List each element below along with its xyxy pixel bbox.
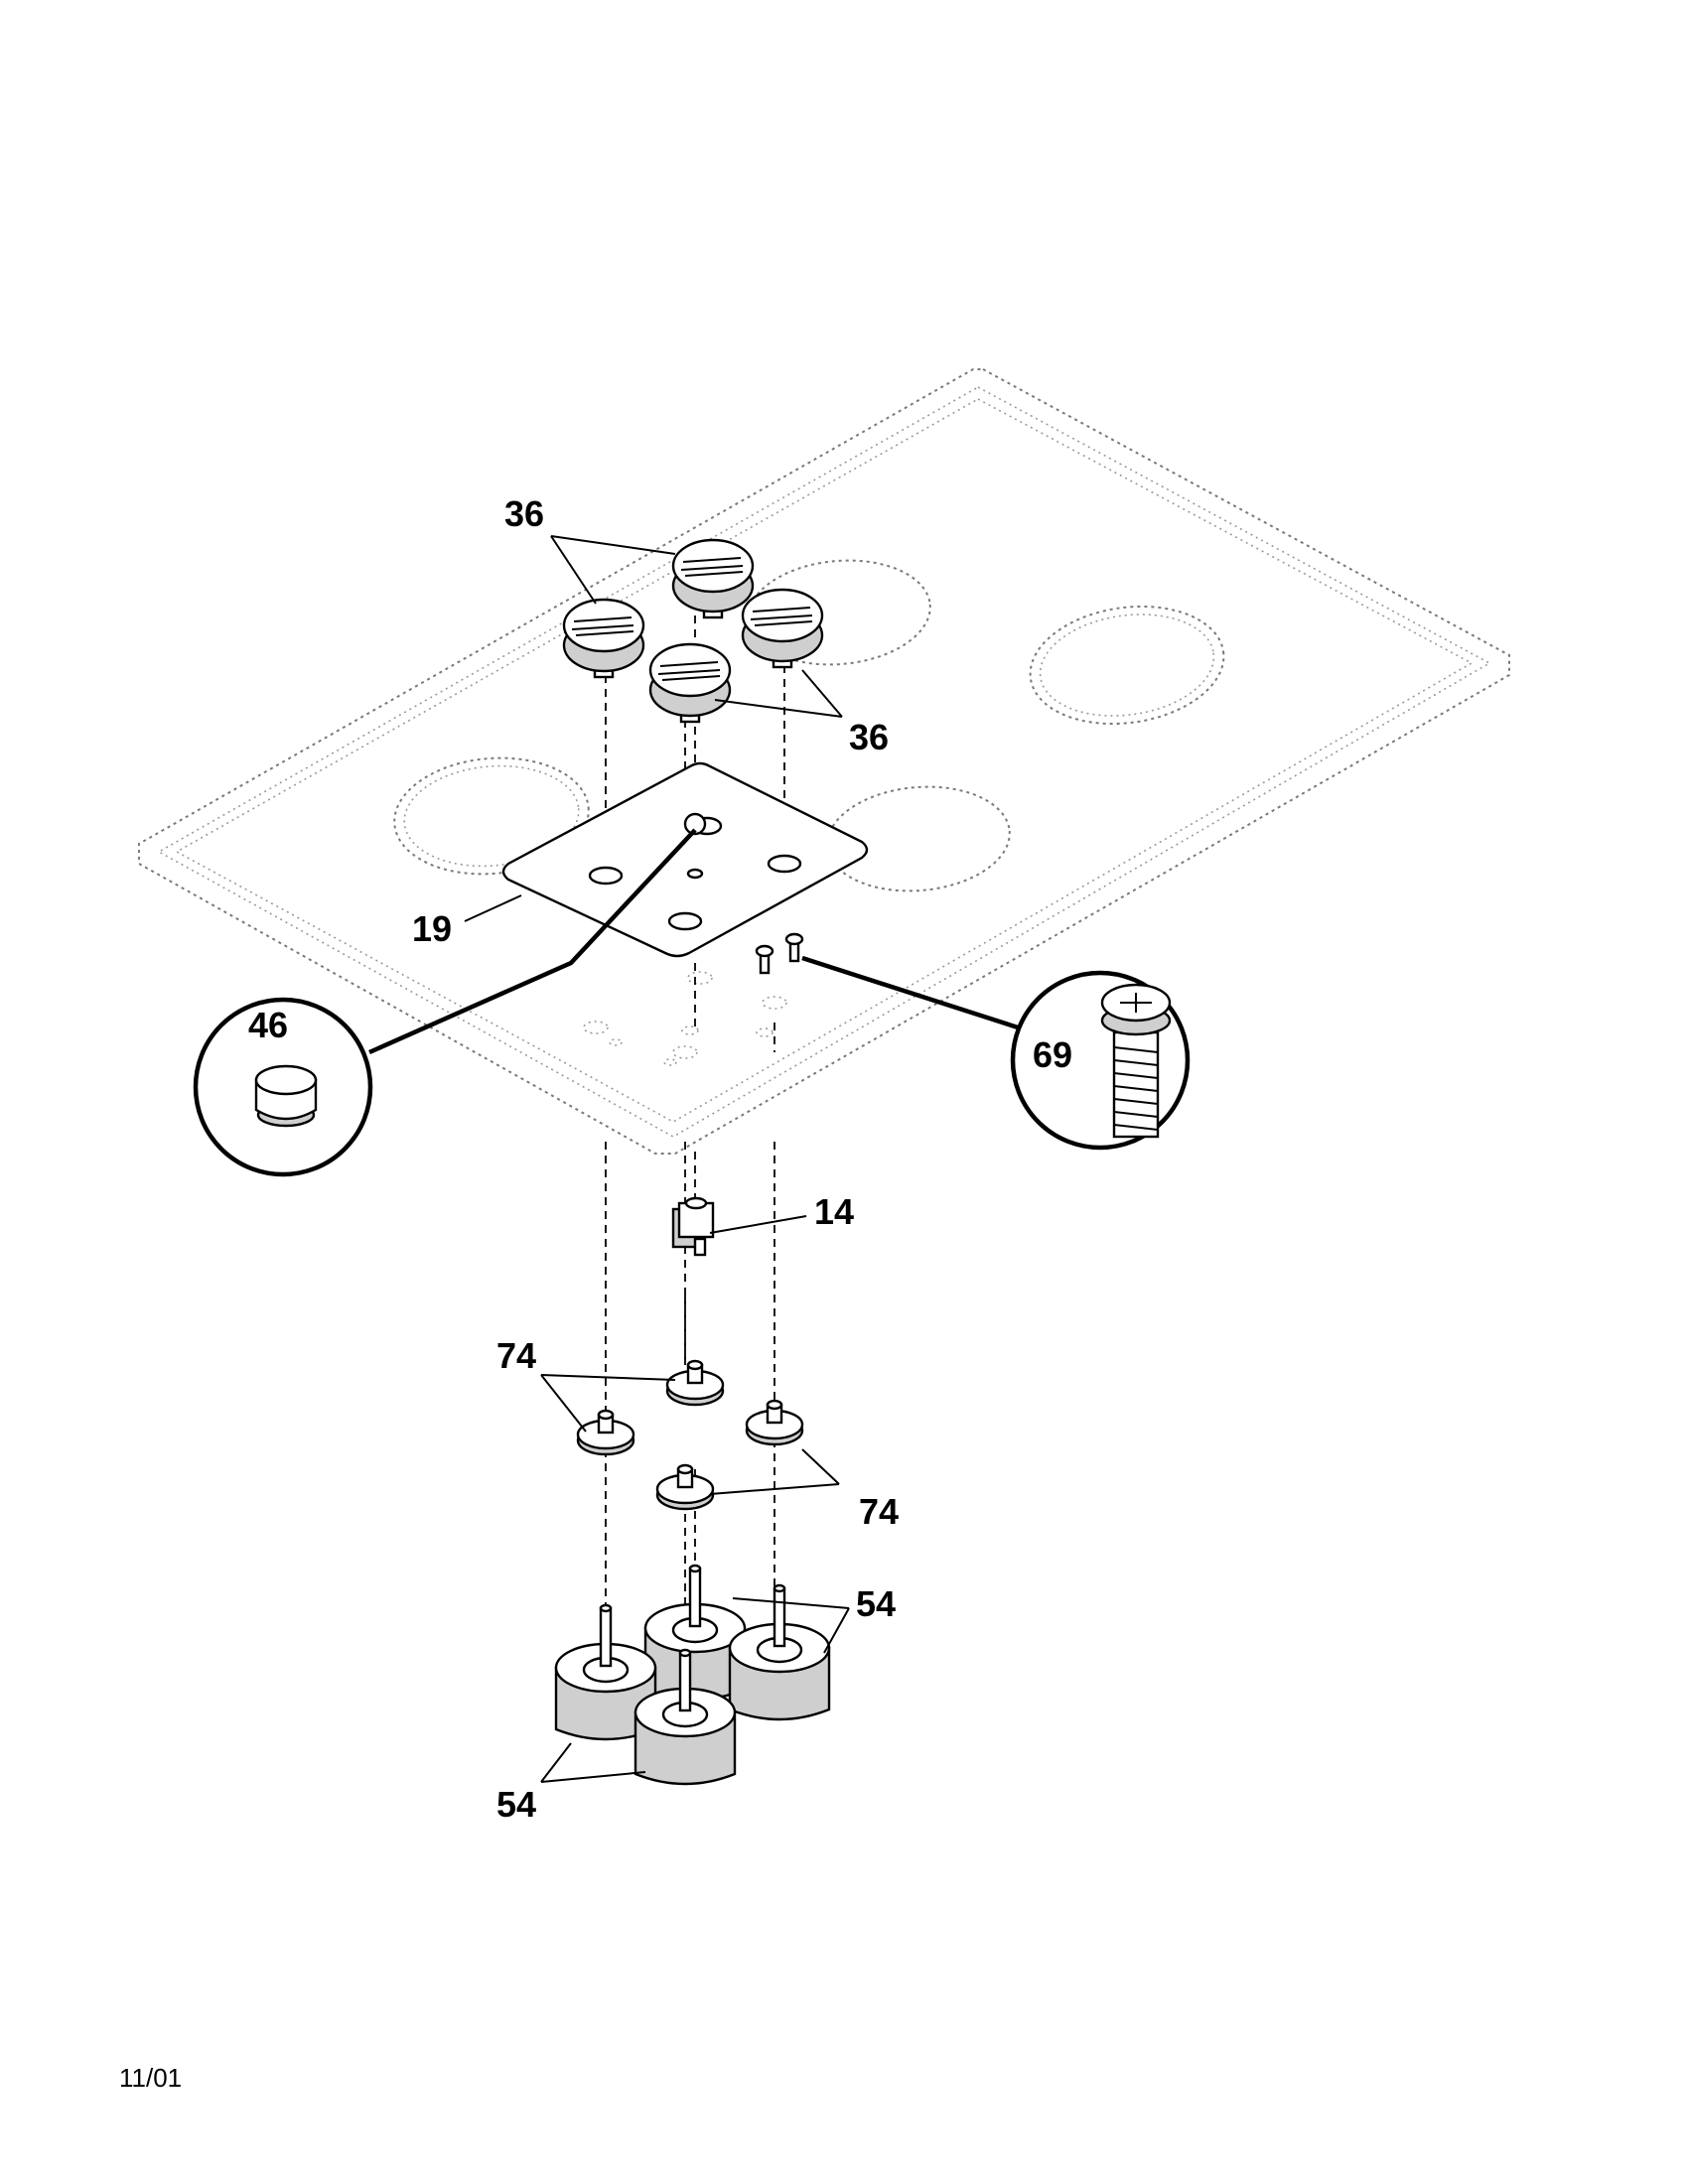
label-69: 69 [1033, 1034, 1072, 1075]
knob-back-right [741, 588, 824, 669]
mount-plate-center-front [655, 1463, 715, 1511]
label-46: 46 [248, 1005, 288, 1045]
callout-screw [801, 955, 1191, 1151]
cooktop-outline [138, 368, 1510, 1155]
label-54-right: 54 [856, 1583, 896, 1624]
revision-date: 11/01 [119, 2063, 183, 2093]
infinite-switch-right [728, 1583, 831, 1721]
label-14: 14 [814, 1191, 854, 1232]
label-54-left: 54 [496, 1784, 536, 1825]
label-19: 19 [412, 908, 452, 949]
label-36-top: 36 [504, 493, 544, 534]
burner-ring-back [747, 559, 931, 666]
callout-plug-button [193, 828, 697, 1177]
infinite-switch-front-center [633, 1648, 737, 1786]
infinite-switch-back-center [643, 1564, 747, 1702]
burner-ring-left [393, 756, 590, 876]
burner-ring-right [1029, 605, 1225, 726]
label-74-left: 74 [496, 1335, 536, 1376]
label-36-right: 36 [849, 717, 889, 757]
knob-front-left [562, 598, 645, 679]
knob-front-center [648, 642, 732, 724]
mount-plate-right [745, 1399, 804, 1446]
panel-screws [755, 932, 804, 975]
switch-component [671, 1196, 715, 1257]
knob-back-center [671, 538, 755, 619]
label-leaders [464, 535, 850, 1783]
control-panel [501, 761, 869, 958]
mount-plate-left [576, 1409, 635, 1456]
burner-ring-front [826, 785, 1011, 892]
label-74-right: 74 [859, 1491, 899, 1532]
mount-plate-center-back [665, 1359, 725, 1407]
infinite-switch-left [554, 1603, 657, 1741]
